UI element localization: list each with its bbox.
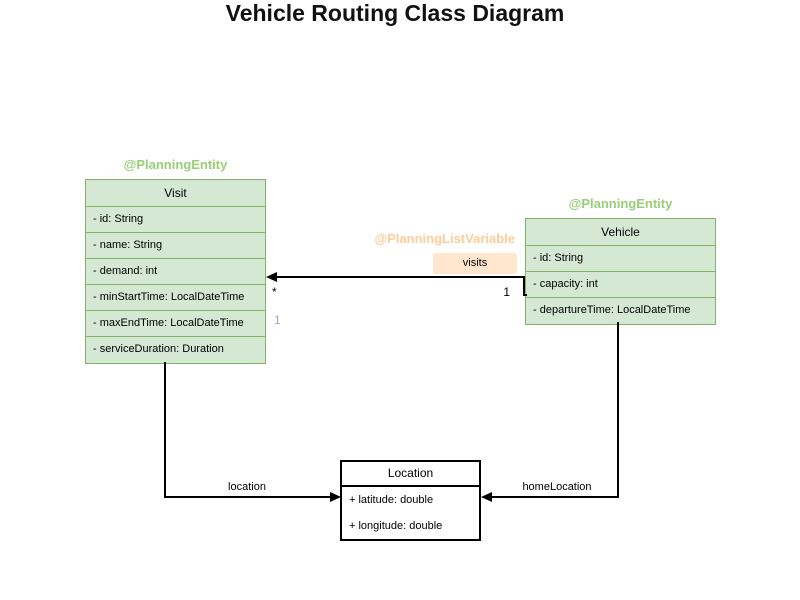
visit-attr-serviceduration: - serviceDuration: Duration: [93, 343, 224, 355]
visit-attr-demand: - demand: int: [86, 259, 265, 285]
visit-attr-name: - name: String: [86, 233, 265, 259]
visits-target-multiplicity: *: [272, 285, 277, 299]
location-edge-label[interactable]: location: [228, 481, 266, 493]
class-location-title: Location: [342, 462, 479, 487]
visits-anchor-marker: 1: [274, 313, 281, 327]
homelocation-edge-line[interactable]: [491, 496, 619, 498]
visits-source-multiplicity: 1: [503, 285, 510, 299]
visit-attr-maxendtime: - maxEndTime: LocalDateTime: [86, 311, 265, 337]
location-attr-longitude: + longitude: double: [349, 520, 443, 532]
visits-edge-annotation: @PlanningListVariable: [374, 231, 515, 246]
homelocation-edge-label[interactable]: homeLocation: [522, 481, 592, 493]
homelocation-arrowhead-icon: [481, 492, 492, 502]
diagram-title: Vehicle Routing Class Diagram: [225, 0, 565, 26]
vehicle-attr-capacity: - capacity: int: [526, 272, 715, 298]
visits-edge-line[interactable]: [276, 276, 524, 278]
location-edge-line-vertical[interactable]: [164, 362, 166, 498]
visits-arrowhead-icon: [266, 272, 277, 282]
class-visit[interactable]: Visit - id: String - name: String - dema…: [85, 179, 266, 364]
vehicle-annotation: @PlanningEntity: [568, 196, 673, 211]
visits-edge-label[interactable]: visits: [433, 253, 517, 274]
class-location[interactable]: Location + latitude: double + longitude:…: [340, 460, 481, 541]
vehicle-attr-id: - id: String: [526, 246, 715, 272]
class-vehicle-title: Vehicle: [526, 219, 715, 246]
visit-attr-id: - id: String: [86, 207, 265, 233]
homelocation-edge-line-vertical[interactable]: [617, 322, 619, 498]
class-vehicle[interactable]: Vehicle - id: String - capacity: int - d…: [525, 218, 716, 325]
location-attr-latitude: + latitude: double: [349, 494, 434, 506]
class-visit-title: Visit: [86, 180, 265, 207]
location-edge-line[interactable]: [164, 496, 331, 498]
visits-edge-line-nub: [523, 294, 527, 296]
visit-attr-minstarttime: - minStartTime: LocalDateTime: [86, 285, 265, 311]
visit-annotation: @PlanningEntity: [123, 157, 228, 172]
vehicle-attr-departuretime: - departureTime: LocalDateTime: [533, 304, 691, 316]
visits-edge-line-vertical: [523, 276, 525, 295]
location-arrowhead-icon: [330, 492, 341, 502]
